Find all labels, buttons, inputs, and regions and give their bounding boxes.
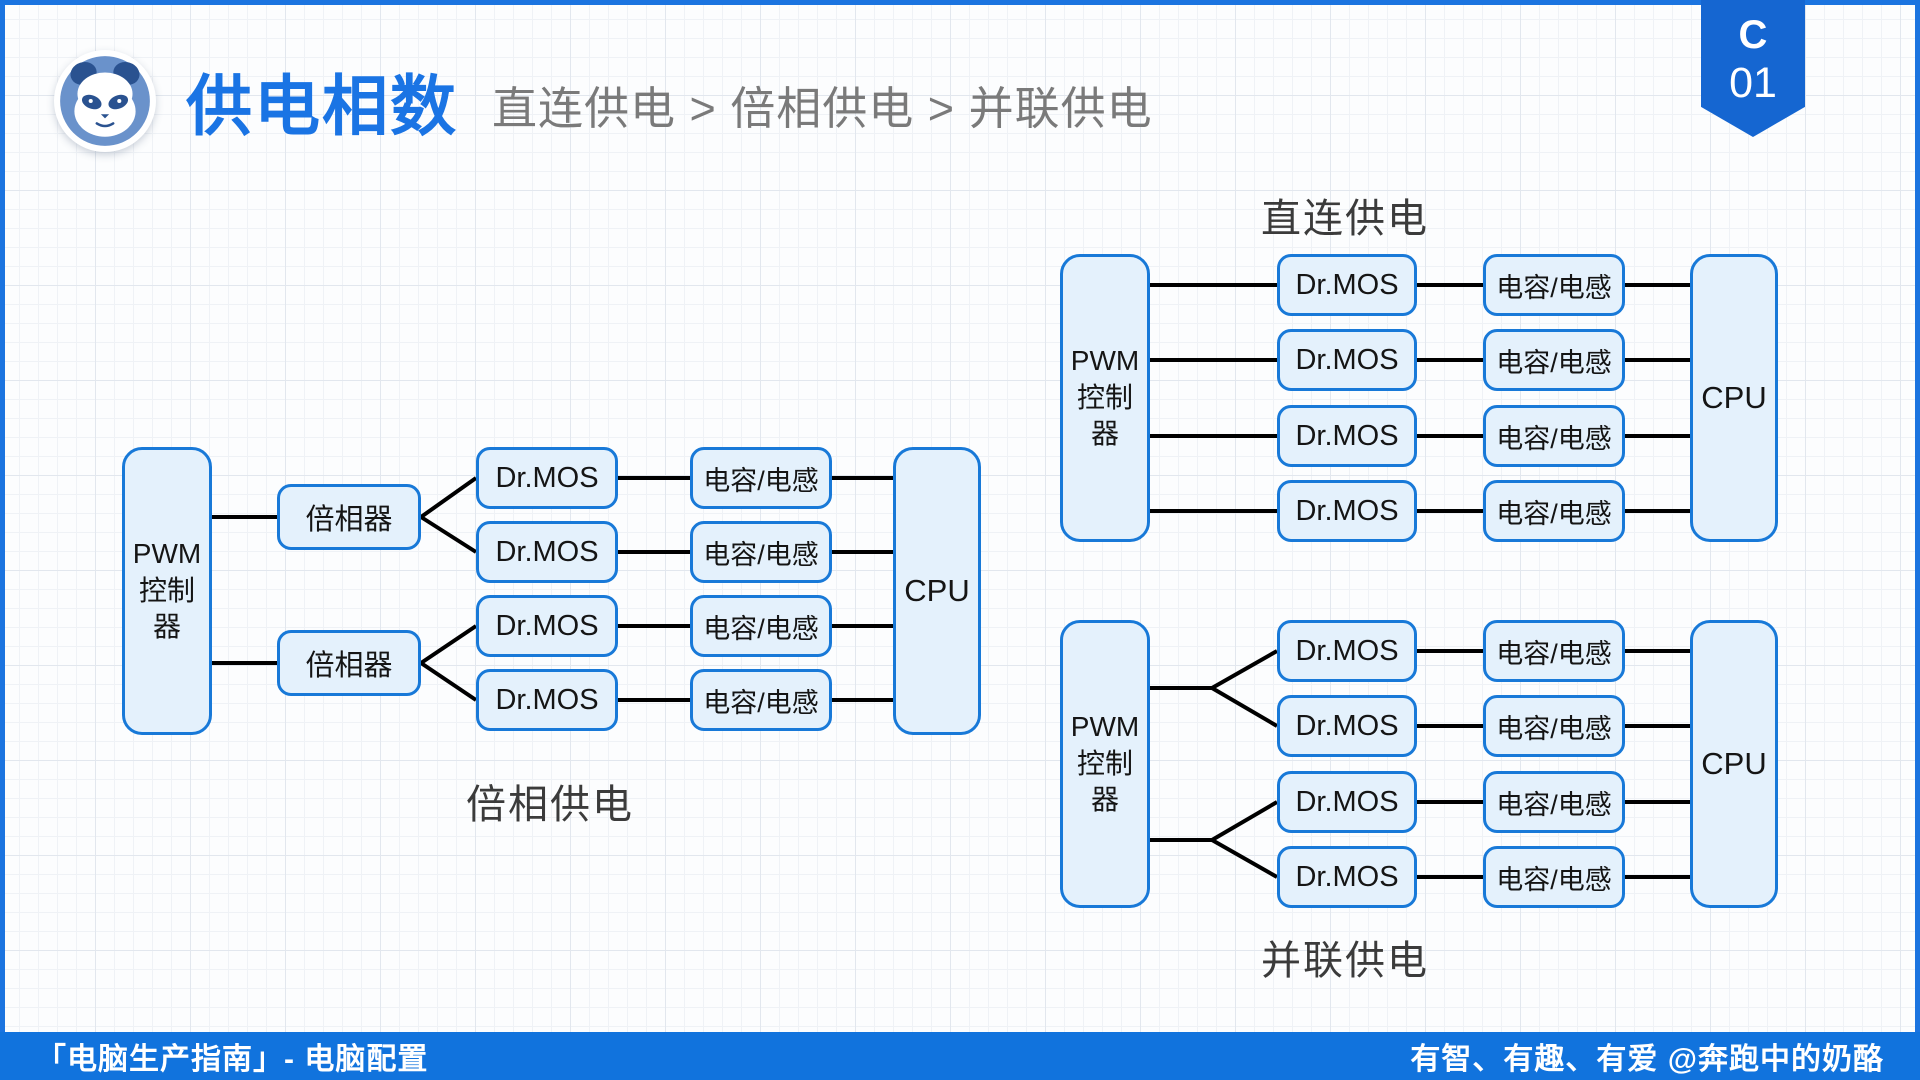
parallel-cap-box-3: 电容/电感 xyxy=(1483,771,1625,833)
doubled-drmos-box-4: Dr.MOS xyxy=(476,669,618,731)
footer-left-text: 「电脑生产指南」- 电脑配置 xyxy=(36,1043,429,1076)
parallel-drmos-box-4: Dr.MOS xyxy=(1277,846,1417,908)
chapter-badge: C 01 xyxy=(1701,0,1805,137)
pwm-line-3: 器 xyxy=(1090,784,1119,816)
parallel-cpu-box: CPU xyxy=(1690,620,1778,908)
direct-drmos-box-4: Dr.MOS xyxy=(1277,480,1417,542)
footer-bar: 「电脑生产指南」- 电脑配置 有智、有趣、有爱 @奔跑中的奶酪 xyxy=(0,1032,1920,1080)
direct-cap-box-1: 电容/电感 xyxy=(1483,254,1625,316)
doubled-cpu-box: CPU xyxy=(893,447,981,735)
parallel-drmos-box-3: Dr.MOS xyxy=(1277,771,1417,833)
pwm-line-2: 控制 xyxy=(1076,747,1133,779)
doubled-doubler-box-2: 倍相器 xyxy=(277,630,421,696)
pwm-line-3: 器 xyxy=(152,611,181,643)
parallel-cap-box-2: 电容/电感 xyxy=(1483,695,1625,757)
pwm-line-3: 器 xyxy=(1090,418,1119,450)
footer-right-text: 有智、有趣、有爱 @奔跑中的奶酪 xyxy=(1410,1043,1884,1076)
direct-diagram-label: 直连供电 xyxy=(1261,197,1429,241)
direct-cpu-box: CPU xyxy=(1690,254,1778,542)
doubled-cap-box-1: 电容/电感 xyxy=(690,447,832,509)
direct-drmos-box-3: Dr.MOS xyxy=(1277,405,1417,467)
parallel-cap-box-4: 电容/电感 xyxy=(1483,846,1625,908)
parallel-diagram-label: 并联供电 xyxy=(1261,939,1429,983)
header: 供电相数 直连供电 > 倍相供电 > 并联供电 xyxy=(54,44,1153,158)
pwm-line-1: PWM xyxy=(1070,345,1140,377)
doubled-drmos-box-3: Dr.MOS xyxy=(476,595,618,657)
direct-drmos-box-2: Dr.MOS xyxy=(1277,329,1417,391)
doubled-pwm-box: PWM 控制 器 xyxy=(122,447,212,735)
doubled-cap-box-4: 电容/电感 xyxy=(690,669,832,731)
direct-pwm-box: PWM 控制 器 xyxy=(1060,254,1150,542)
parallel-drmos-box-1: Dr.MOS xyxy=(1277,620,1417,682)
pwm-line-2: 控制 xyxy=(138,574,195,606)
chapter-letter: C xyxy=(1738,13,1768,57)
pwm-line-2: 控制 xyxy=(1076,381,1133,413)
parallel-pwm-box: PWM 控制 器 xyxy=(1060,620,1150,908)
doubled-doubler-box-1: 倍相器 xyxy=(277,484,421,550)
panda-logo-icon xyxy=(54,50,156,152)
doubled-cap-box-3: 电容/电感 xyxy=(690,595,832,657)
page-subtitle: 直连供电 > 倍相供电 > 并联供电 xyxy=(492,82,1153,134)
direct-cap-box-4: 电容/电感 xyxy=(1483,480,1625,542)
parallel-drmos-box-2: Dr.MOS xyxy=(1277,695,1417,757)
doubled-drmos-box-1: Dr.MOS xyxy=(476,447,618,509)
pwm-line-1: PWM xyxy=(132,538,202,570)
direct-cap-box-3: 电容/电感 xyxy=(1483,405,1625,467)
pwm-line-1: PWM xyxy=(1070,711,1140,743)
doubled-diagram-label: 倍相供电 xyxy=(466,783,634,827)
chapter-number: 01 xyxy=(1729,59,1777,107)
direct-drmos-box-1: Dr.MOS xyxy=(1277,254,1417,316)
page-title: 供电相数 xyxy=(186,69,458,143)
parallel-cap-box-1: 电容/电感 xyxy=(1483,620,1625,682)
doubled-cap-box-2: 电容/电感 xyxy=(690,521,832,583)
doubled-drmos-box-2: Dr.MOS xyxy=(476,521,618,583)
direct-cap-box-2: 电容/电感 xyxy=(1483,329,1625,391)
